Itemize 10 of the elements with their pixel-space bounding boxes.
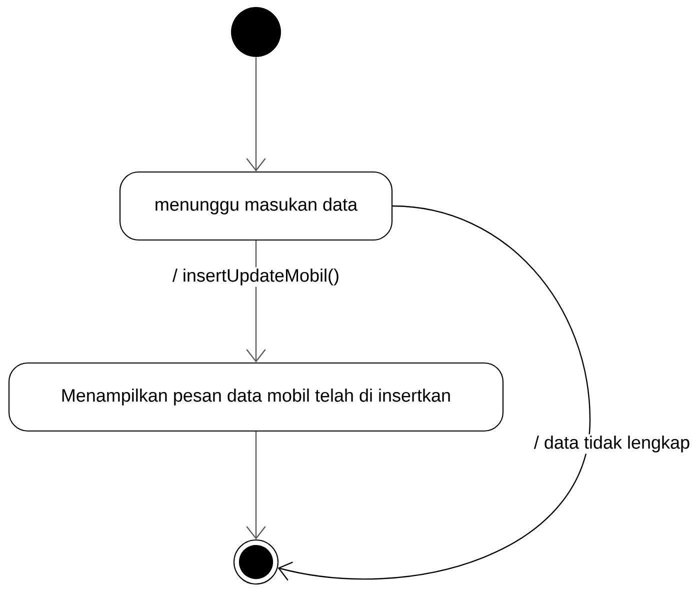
arrow [246, 432, 266, 540]
edge-label: / data tidak lengkap [532, 434, 692, 454]
arrow [278, 205, 591, 581]
edge-label: / insertUpdateMobil() [171, 267, 341, 287]
final-state [233, 539, 279, 585]
state-box: Menampilkan pesan data mobil telah di insertkan [8, 362, 504, 432]
initial-state [231, 7, 281, 57]
arrow [246, 57, 266, 172]
arrow [246, 240, 266, 362]
state-box: menunggu masukan data [119, 171, 393, 241]
